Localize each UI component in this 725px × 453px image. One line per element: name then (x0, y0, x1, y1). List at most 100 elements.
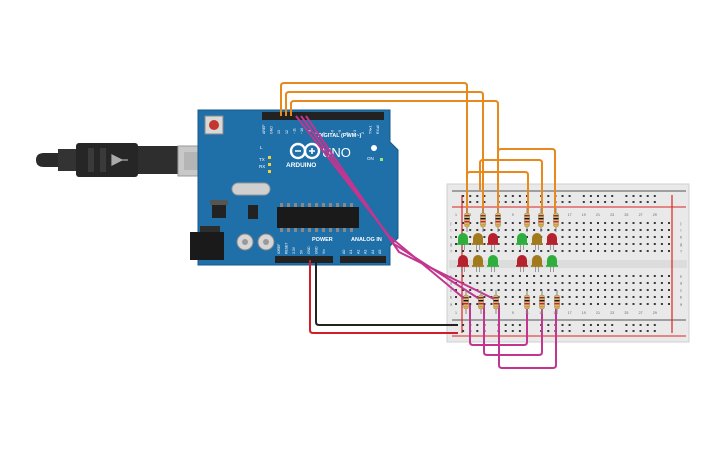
column-number: 27 (639, 213, 643, 217)
wire-orange-3[interactable] (290, 100, 499, 217)
led-green[interactable] (516, 233, 528, 250)
row-letter: f (680, 249, 682, 254)
top-pin-label: GND (270, 126, 274, 134)
row-letter: c (450, 288, 452, 293)
arduino-uno-board[interactable]: ARDUINO UNO DIGITAL (PWM~) POWER ANALOG … (190, 109, 399, 266)
row-letter: a (680, 302, 683, 307)
resistor[interactable] (495, 208, 501, 232)
column-number: 29 (653, 311, 657, 315)
wire-magenta-6[interactable] (498, 300, 557, 369)
row-letter: b (680, 295, 683, 300)
digital-label: DIGITAL (PWM~) (318, 133, 362, 139)
led-red[interactable] (487, 233, 499, 250)
analog-header[interactable] (340, 256, 386, 263)
row-letter: h (450, 235, 452, 240)
board-brand: ARDUINO (286, 162, 316, 169)
wire-black-gnd[interactable] (315, 260, 458, 326)
led-green[interactable] (487, 255, 499, 272)
digital-header[interactable] (262, 112, 384, 120)
power-jack[interactable] (190, 232, 224, 260)
top-pin-label: 13 (277, 130, 281, 134)
power-pin-label: 5V (300, 249, 304, 254)
top-pin-label: 7 (323, 132, 327, 134)
led-red[interactable] (546, 233, 558, 250)
resistor[interactable] (554, 290, 560, 314)
row-letter: g (680, 242, 682, 247)
column-number: 1 (455, 311, 457, 315)
top-pin-label: RX◂0 (376, 125, 380, 134)
analog-pin-label: A3 (364, 250, 368, 254)
resistor[interactable] (524, 208, 530, 232)
atmega-chip (277, 207, 359, 228)
row-letter: a (450, 302, 453, 307)
row-letter: d (680, 281, 682, 286)
column-number: 25 (624, 311, 628, 315)
row-letter: f (450, 249, 452, 254)
wire-orange-6[interactable] (497, 148, 556, 217)
wire-orange-1[interactable] (280, 82, 468, 217)
led-label-rx: RX (259, 164, 265, 169)
row-letter: j (680, 221, 682, 226)
top-pin-label: ~6 (330, 130, 334, 134)
column-number: 17 (568, 311, 572, 315)
resistor[interactable] (463, 290, 469, 314)
column-number: 1 (455, 213, 457, 217)
led-label-l: L (260, 145, 263, 150)
row-letter: i (681, 228, 682, 233)
usb-cable (36, 143, 225, 177)
analog-pin-label: A0 (342, 250, 346, 254)
power-pin-label: Vin (322, 249, 326, 254)
led-yellow[interactable] (472, 255, 484, 272)
top-pin-label: AREF (262, 124, 266, 134)
wire-orange-5[interactable] (479, 159, 543, 217)
breadboard[interactable]: 1133557799111113131515171719192121232325… (446, 183, 690, 343)
row-letter: j (450, 221, 452, 226)
led-yellow[interactable] (531, 233, 543, 250)
power-pin-label: 3.3V (292, 246, 296, 254)
led-red[interactable] (516, 255, 528, 272)
led-green[interactable] (546, 255, 558, 272)
resistor[interactable] (493, 290, 499, 314)
row-letter: e (450, 274, 453, 279)
row-letter: i (451, 228, 452, 233)
wire-magenta-5[interactable] (483, 300, 543, 356)
top-pin-label: 12 (285, 130, 289, 134)
led-red[interactable] (457, 255, 469, 272)
row-letter: c (680, 288, 682, 293)
resistor[interactable] (478, 290, 484, 314)
power-pin-label: IOREF (277, 244, 281, 254)
top-pin-label: ~3 (353, 130, 357, 134)
top-pin-label: TX▸1 (368, 126, 372, 134)
row-letter: h (680, 235, 682, 240)
resistor[interactable] (553, 208, 559, 232)
resistor[interactable] (538, 208, 544, 232)
analog-pin-label: A4 (371, 250, 375, 254)
led-green[interactable] (457, 233, 469, 250)
power-pin-label: RESET (285, 243, 289, 254)
top-pin-label: 2 (361, 132, 365, 134)
column-number: 27 (639, 311, 643, 315)
column-number: 23 (610, 311, 614, 315)
wire-orange-2[interactable] (285, 91, 484, 217)
resistor[interactable] (464, 208, 470, 232)
led-yellow[interactable] (472, 233, 484, 250)
arduino-logo-icon (289, 142, 321, 160)
column-number: 25 (624, 213, 628, 217)
wire-magenta-3[interactable] (305, 115, 497, 301)
resistor[interactable] (524, 290, 530, 314)
analog-pin-label: A5 (378, 250, 382, 254)
power-pin-label: GND (307, 246, 311, 254)
column-number: 19 (582, 213, 586, 217)
analog-pin-label: A1 (349, 250, 353, 254)
power-header[interactable] (275, 256, 333, 263)
analog-label: ANALOG IN (351, 237, 382, 243)
resistor[interactable] (480, 208, 486, 232)
resistor[interactable] (539, 290, 545, 314)
wire-red-5v[interactable] (309, 260, 458, 334)
led-yellow[interactable] (531, 255, 543, 272)
top-pin-label: ~11 (292, 128, 296, 134)
